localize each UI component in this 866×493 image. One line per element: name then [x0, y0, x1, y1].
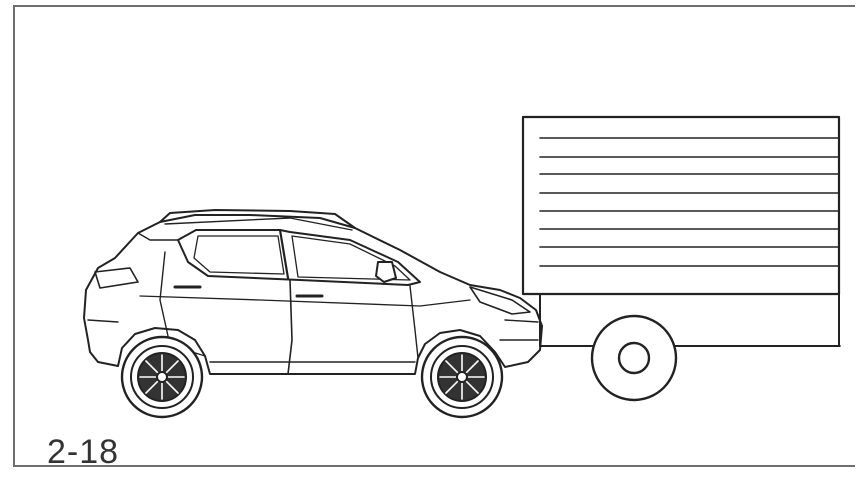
figure-label: 2-18: [47, 435, 119, 469]
trailer-icon: [523, 117, 840, 400]
suv-icon: [84, 210, 542, 417]
